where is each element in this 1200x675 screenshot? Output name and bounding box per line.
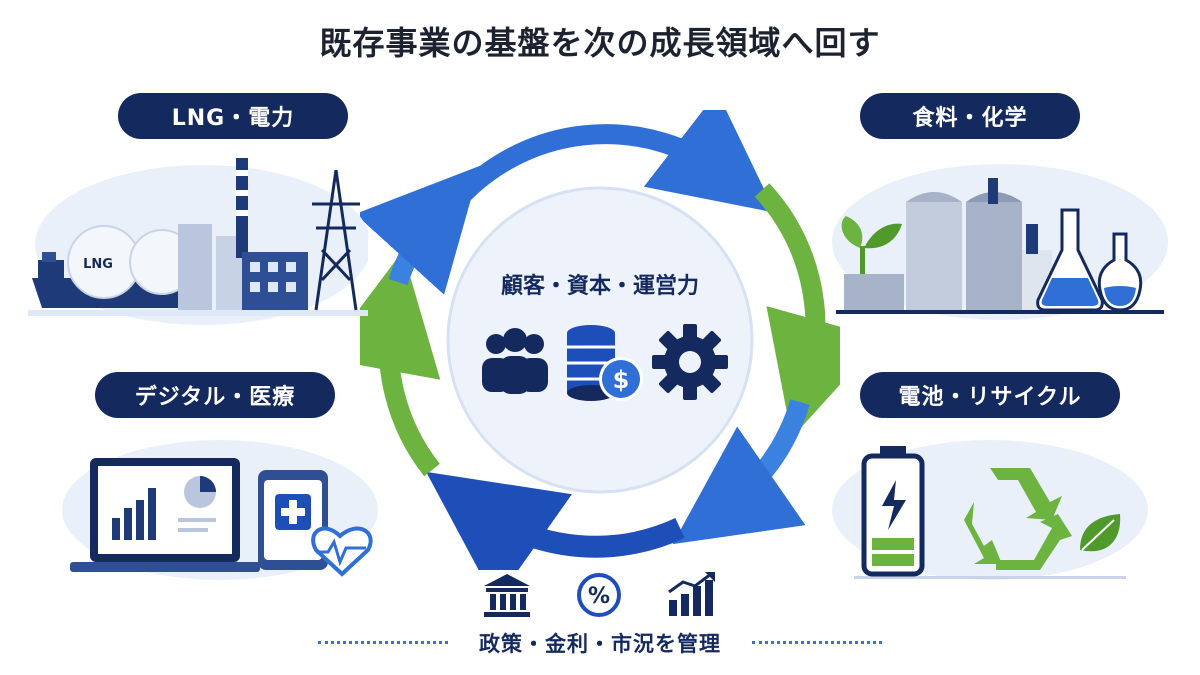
dotted-divider-right: [752, 641, 882, 644]
coin-stack-dollar-icon: $: [567, 325, 643, 401]
arrow-bottom: [426, 471, 685, 570]
arrow-right: [754, 183, 840, 438]
arrow-left: [360, 250, 441, 477]
percent-symbol: %: [588, 584, 610, 609]
growth-chart-icon: [668, 572, 715, 616]
food-chemical-illustration: [832, 164, 1168, 320]
ship-label: LNG: [83, 257, 113, 272]
center-label: 顧客・資本・運営力: [500, 274, 699, 299]
dotted-divider-left: [318, 641, 448, 644]
page-title: 既存事業の基盤を次の成長領域へ回す: [319, 24, 881, 62]
people-icon: [482, 328, 548, 394]
recycle-icon: [964, 468, 1072, 570]
arrow-top: [444, 110, 776, 213]
segment-label-battery-recycle: 電池・リサイクル: [860, 372, 1120, 418]
bottom-label: 政策・金利・市況を管理: [479, 632, 721, 656]
segment-label-food-chemical: 食料・化学: [860, 93, 1080, 139]
dollar-symbol: $: [613, 366, 630, 394]
cycle-diagram: $: [360, 110, 840, 570]
arrow-upper-left: [360, 165, 481, 295]
arrow-lower-right: [672, 399, 810, 545]
segment-label-digital-medical: デジタル・医療: [95, 372, 335, 418]
bank-icon: [484, 574, 530, 617]
percent-icon: %: [577, 573, 621, 617]
lng-power-illustration: LNG: [28, 158, 368, 325]
battery-recycle-illustration: [832, 440, 1148, 580]
gear-icon: [652, 324, 728, 400]
digital-medical-illustration: [62, 440, 378, 580]
segment-label-lng-power: LNG・電力: [118, 93, 348, 139]
